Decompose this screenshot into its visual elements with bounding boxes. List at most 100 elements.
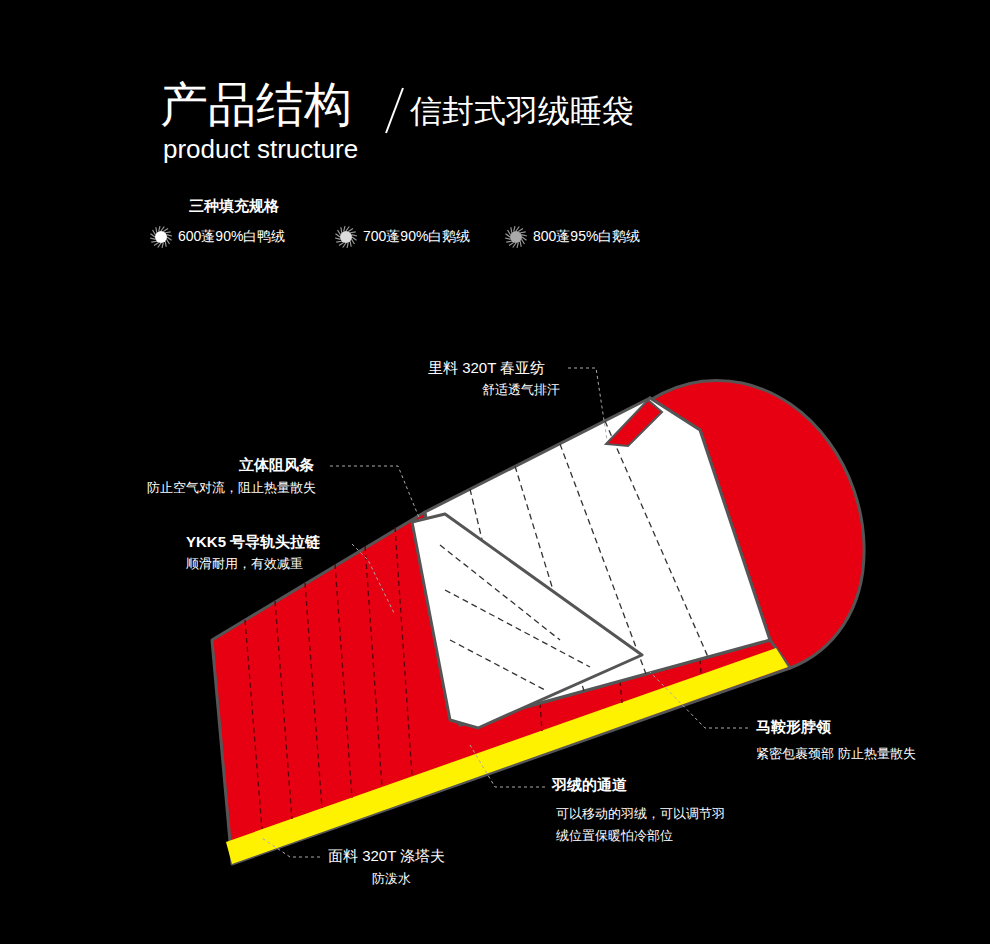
- icon-spoke: [159, 226, 160, 231]
- legend-text: 700蓬90%白鹅绒: [363, 228, 470, 246]
- icon-spoke: [158, 243, 161, 248]
- quilt-line: [445, 590, 590, 667]
- icon-core: [510, 231, 522, 243]
- callout-heading: 羽绒的通道: [552, 776, 627, 794]
- callout-text: 可以移动的羽绒，可以调节羽 绒位置保暖怕冷部位: [556, 803, 746, 847]
- leader-line: [470, 745, 545, 787]
- legend-item: 600蓬90%白鸭绒: [149, 225, 285, 249]
- leader-line: [330, 466, 420, 520]
- icon-core: [340, 231, 352, 243]
- page-title: 产品结构: [160, 76, 352, 134]
- flap-quilting: [440, 545, 590, 690]
- legend-text: 600蓬90%白鸭绒: [178, 228, 285, 246]
- legend-text: 800蓬95%白鹅绒: [533, 228, 640, 246]
- callout-heading: 马鞍形脖领: [756, 718, 831, 736]
- icon-spoke: [150, 234, 155, 237]
- icon-spoke: [347, 243, 348, 248]
- icon-spoke: [161, 226, 164, 231]
- icon-spoke: [352, 239, 355, 244]
- icon-spoke: [167, 239, 170, 244]
- quilt-line: [395, 527, 412, 776]
- down-icon: [149, 225, 173, 249]
- hood-inner-edge: [606, 400, 662, 446]
- callout-text: 紧密包裹颈部 防止热量散失: [756, 746, 916, 762]
- callout-text: 防止空气对流，阻止热量散失: [147, 480, 316, 496]
- icon-spoke: [352, 235, 357, 236]
- icon-spoke: [348, 229, 353, 232]
- icon-spoke: [516, 226, 519, 231]
- icon-spoke: [150, 238, 155, 239]
- quilt-line: [620, 681, 622, 703]
- callout-heading: 立体阻风条: [239, 456, 314, 474]
- icon-core: [155, 231, 167, 243]
- quilt-line: [335, 564, 352, 798]
- icon-spoke: [167, 237, 172, 240]
- icon-spoke: [165, 241, 167, 246]
- icon-spoke: [350, 241, 352, 246]
- icon-spoke: [335, 234, 340, 237]
- icon-spoke: [522, 239, 525, 244]
- down-icon: [504, 225, 528, 249]
- quilt-line: [245, 620, 262, 829]
- subtitle-text: 信封式羽绒睡袋: [410, 92, 634, 130]
- quilt-line: [440, 545, 560, 640]
- icon-spoke: [167, 235, 172, 236]
- leader-line: [352, 544, 395, 615]
- folded-flap: [412, 514, 642, 728]
- icon-spoke: [165, 231, 170, 233]
- leader-lines: [262, 368, 748, 857]
- icon-spoke: [343, 243, 346, 248]
- callout-text: 舒适透气排汗: [482, 382, 560, 398]
- subtitle-english: product structure: [163, 134, 358, 165]
- icon-spoke: [346, 226, 349, 231]
- callout-heading: 里料 320T 春亚纺: [428, 359, 545, 377]
- quilt-line: [365, 546, 382, 787]
- callout-text: 防泼水: [372, 871, 411, 887]
- quilt-line: [700, 659, 701, 675]
- icon-spoke: [514, 226, 515, 231]
- leader-line: [568, 368, 607, 440]
- icon-spoke: [352, 237, 357, 240]
- callout-heading: 面料 320T 涤塔夫: [328, 847, 445, 865]
- icon-spoke: [335, 238, 340, 239]
- legend-heading: 三种填充规格: [189, 197, 279, 215]
- icon-spoke: [520, 231, 525, 233]
- icon-spoke: [155, 227, 157, 232]
- icon-spoke: [520, 241, 522, 246]
- leader-line: [650, 672, 748, 728]
- icon-spoke: [518, 229, 523, 232]
- quilt-line: [540, 703, 542, 731]
- quilt-line: [305, 583, 322, 808]
- icon-spoke: [508, 230, 511, 235]
- down-icon: [334, 225, 358, 249]
- quilt-line: [275, 601, 292, 819]
- icon-spoke: [336, 241, 341, 243]
- callout-text: 顺滑耐用，有效减重: [186, 556, 303, 572]
- callout-heading: YKK5 号导轨头拉链: [186, 533, 320, 551]
- icon-spoke: [162, 243, 163, 248]
- icon-spoke: [509, 243, 514, 246]
- icon-spoke: [513, 243, 516, 248]
- icon-spoke: [340, 227, 342, 232]
- icon-spoke: [505, 234, 510, 237]
- icon-spoke: [505, 238, 510, 239]
- icon-spoke: [151, 241, 156, 243]
- title-slash: [386, 88, 403, 133]
- icon-spoke: [522, 237, 527, 240]
- quilt-line: [605, 421, 708, 657]
- icon-spoke: [522, 235, 527, 236]
- icon-spoke: [344, 226, 345, 231]
- legend-item: 700蓬90%白鹅绒: [334, 225, 470, 249]
- leader-line: [262, 838, 320, 857]
- icon-spoke: [163, 229, 168, 232]
- icon-spoke: [154, 243, 159, 246]
- icon-spoke: [506, 241, 511, 243]
- icon-spoke: [517, 243, 518, 248]
- icon-spoke: [338, 230, 341, 235]
- icon-spoke: [510, 227, 512, 232]
- legend-item: 800蓬95%白鹅绒: [504, 225, 640, 249]
- icon-spoke: [153, 230, 156, 235]
- quilt-line: [450, 640, 545, 690]
